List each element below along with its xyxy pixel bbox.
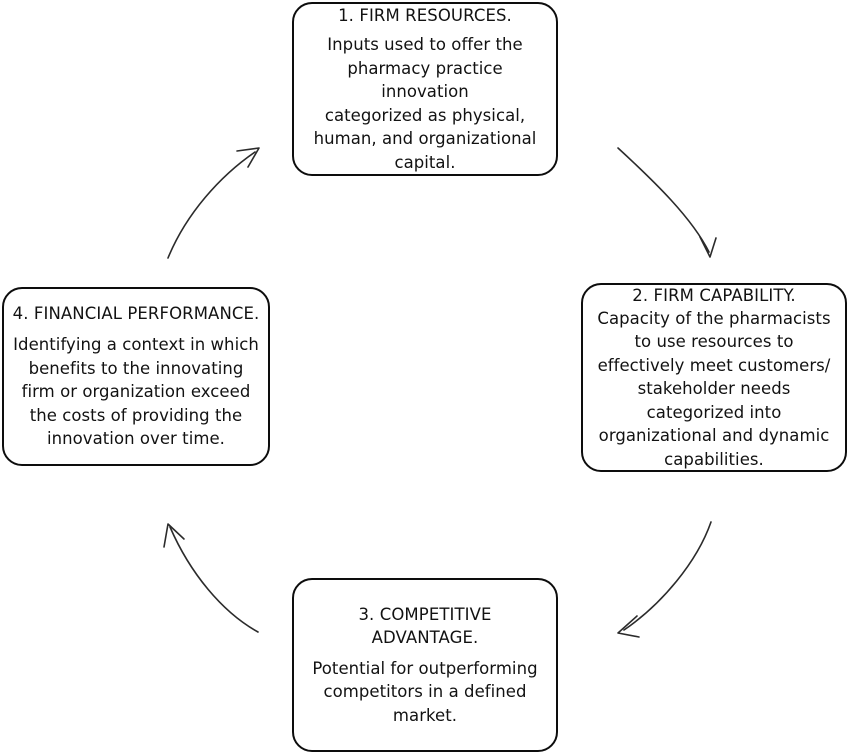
arrow-firm-capability-to-competitive-advantage xyxy=(617,521,712,638)
node-financial-performance-body: Identifying a context in which benefits … xyxy=(13,335,259,449)
arrow-financial-performance-to-firm-resources xyxy=(167,147,260,259)
arrow-competitive-advantage-to-financial-performance xyxy=(163,523,259,633)
node-firm-resources-body: Inputs used to offer the pharmacy practi… xyxy=(313,35,537,172)
node-firm-capability-body: Capacity of the pharmacists to use resou… xyxy=(597,308,831,469)
node-competitive-advantage-body: Potential for outperforming competitors … xyxy=(312,658,538,725)
node-competitive-advantage-title: 3. COMPETITIVE ADVANTAGE. xyxy=(358,604,492,647)
node-firm-capability: 2. FIRM CAPABILITY. Capacity of the phar… xyxy=(581,283,847,472)
node-financial-performance: 4. FINANCIAL PERFORMANCE. Identifying a … xyxy=(2,287,270,466)
node-financial-performance-title: 4. FINANCIAL PERFORMANCE. xyxy=(12,304,260,324)
node-firm-resources: 1. FIRM RESOURCES. Inputs used to offer … xyxy=(292,2,558,176)
node-competitive-advantage: 3. COMPETITIVE ADVANTAGE. Potential for … xyxy=(292,578,558,752)
node-firm-capability-title: 2. FIRM CAPABILITY. xyxy=(632,285,796,305)
arrow-firm-resources-to-firm-capability xyxy=(617,147,717,258)
node-firm-resources-title: 1. FIRM RESOURCES. xyxy=(338,6,512,25)
